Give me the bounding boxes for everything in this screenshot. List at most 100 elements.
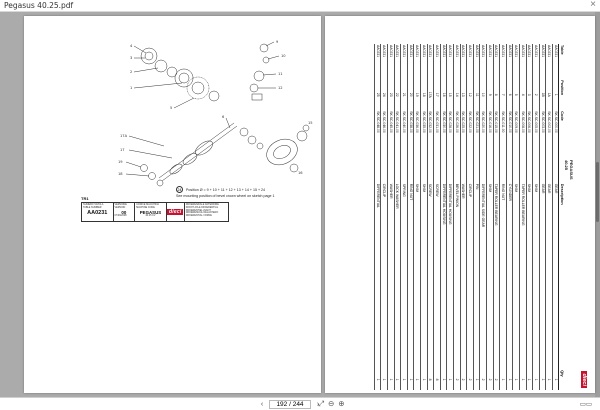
cell-position: 7 [499,79,507,111]
cell-code: SK.SC.016.00 [486,110,494,183]
vertical-scrollbar[interactable] [595,12,600,397]
page-number-input[interactable] [269,400,311,409]
cell-description: TAPER ROLLER BEARING [493,182,500,370]
zoom-out-icon[interactable]: ⊖ [328,399,335,408]
cell-table: AA0231 [466,44,474,80]
cell-position: 17A [427,79,434,111]
cell-description: GEAR [545,182,553,370]
zoom-in-icon[interactable]: ⊕ [338,399,345,408]
cell-description: WASHER [387,182,395,370]
svg-text:17: 17 [120,148,125,152]
cell-qty: 1 [539,369,546,390]
cell-code: SK.SC.021.00 [473,110,480,183]
cell-position: 9 [486,79,494,111]
cell-table: AA0231 [519,44,527,80]
svg-text:11: 11 [278,72,283,76]
cell-description: SHIM [512,182,520,370]
cell-table: AA0231 [486,44,494,80]
svg-text:10: 10 [281,54,286,58]
viewer-toolbar: ‹ › ⤢ ⊖ ⊕ ▭▭ [0,397,600,410]
chevron-left-icon[interactable]: ‹ [260,401,264,408]
cell-position: 1B [539,79,546,111]
cell-table: AA0231 [545,44,553,80]
cell-table: AA0231 [380,44,388,80]
cell-qty: 2 [460,369,467,390]
cell-qty: 1 [394,369,401,390]
cell-table: AA0231 [512,44,520,80]
page-layout-icon[interactable]: ▭▭ [579,401,592,408]
cell-description: WASHER [460,182,467,370]
legend-row: See mounting position of bevel crown whe… [176,194,316,198]
chevron-right-icon[interactable]: › [316,401,320,408]
cell-code: SK.SC.035.00 [420,110,428,183]
cell-table: AA0231 [427,44,434,80]
cell-description: RING NUT [407,182,414,370]
cell-code: SK.SC.040.00 [400,110,408,183]
cell-description: SHIM [413,182,421,370]
cell-table: AA0231 [420,44,428,80]
pdf-page-right: dieci PEGASUS 40.25 Table Position Code … [325,16,595,393]
dieci-logo: dieci [167,209,184,215]
scrollbar-thumb[interactable] [596,162,599,222]
cell-code: SK.SC.048.00 [374,110,381,183]
cell-code: SK.SC.025.00 [460,110,467,183]
zoom-tools: ⤢ ⊖ ⊕ [318,399,345,409]
cell-qty: 1 [545,369,553,390]
fit-page-icon[interactable]: ⤢ [318,399,324,408]
tb-table-cell: NUMERO TAVOLA TABLE NUMBER AA0231 [82,203,114,221]
legend-text: See mounting position of bevel crown whe… [176,194,275,198]
cell-qty: 1 [512,369,520,390]
cell-position: 15 [446,79,454,111]
cell-description: PIN [473,182,480,370]
cell-description: SHIM [526,182,533,370]
cell-position: 8 [493,79,500,111]
svg-text:15: 15 [308,121,313,125]
cell-description: DIFFERENTIAL SIDE GEAR [479,182,487,370]
parts-sheet-content: dieci PEGASUS 40.25 Table Position Code … [327,44,589,390]
cell-qty: 2 [466,369,474,390]
cell-qty: 1 [400,369,408,390]
cell-qty: 8 [433,369,441,390]
cell-table: AA0231 [433,44,441,80]
cell-position: 17 [433,79,441,111]
cell-description: GEAR [552,182,559,370]
close-icon[interactable]: × [590,0,596,10]
cell-code: SK.SC.011.00 [499,110,507,183]
cell-table: AA0231 [387,44,395,80]
tb-logo-cell: dieci [166,203,185,221]
cell-qty: 1 [526,369,533,390]
cell-table: AA0231 [506,44,513,80]
col-qty: Qty [559,369,565,390]
cell-position: 23 [387,79,395,111]
svg-text:4: 4 [130,44,133,48]
tb-machine-cell: CODICE MACCHINA MACHINE CODE PEGASUS 40.… [135,203,167,221]
cell-position: 25 [374,79,381,111]
tb-description: DIFFERENZIALE ANTERIORE FRONT AXLE DIFFE… [185,203,219,218]
legend-text: Position Ø = 9 + 10 + 11 + 12 + 13 + 14 … [186,187,266,192]
cell-position: 22 [394,79,401,111]
tr-label: TR1 [81,196,89,201]
cell-position: 6 [506,79,513,111]
cell-qty: 8 [427,369,434,390]
cell-qty: 1 [380,369,388,390]
cell-description: CYLINDER [506,182,513,370]
cell-table: AA0231 [440,44,447,80]
cell-qty: 1 [552,369,559,390]
cell-code: SK.SC.032.00 [427,110,434,183]
cell-position: 1A [545,79,553,111]
legend-row: 24 Position Ø = 9 + 10 + 11 + 12 + 13 + … [176,186,316,193]
cell-position: 4 [519,79,527,111]
cell-qty: 1 [374,369,381,390]
svg-text:2: 2 [130,70,132,74]
